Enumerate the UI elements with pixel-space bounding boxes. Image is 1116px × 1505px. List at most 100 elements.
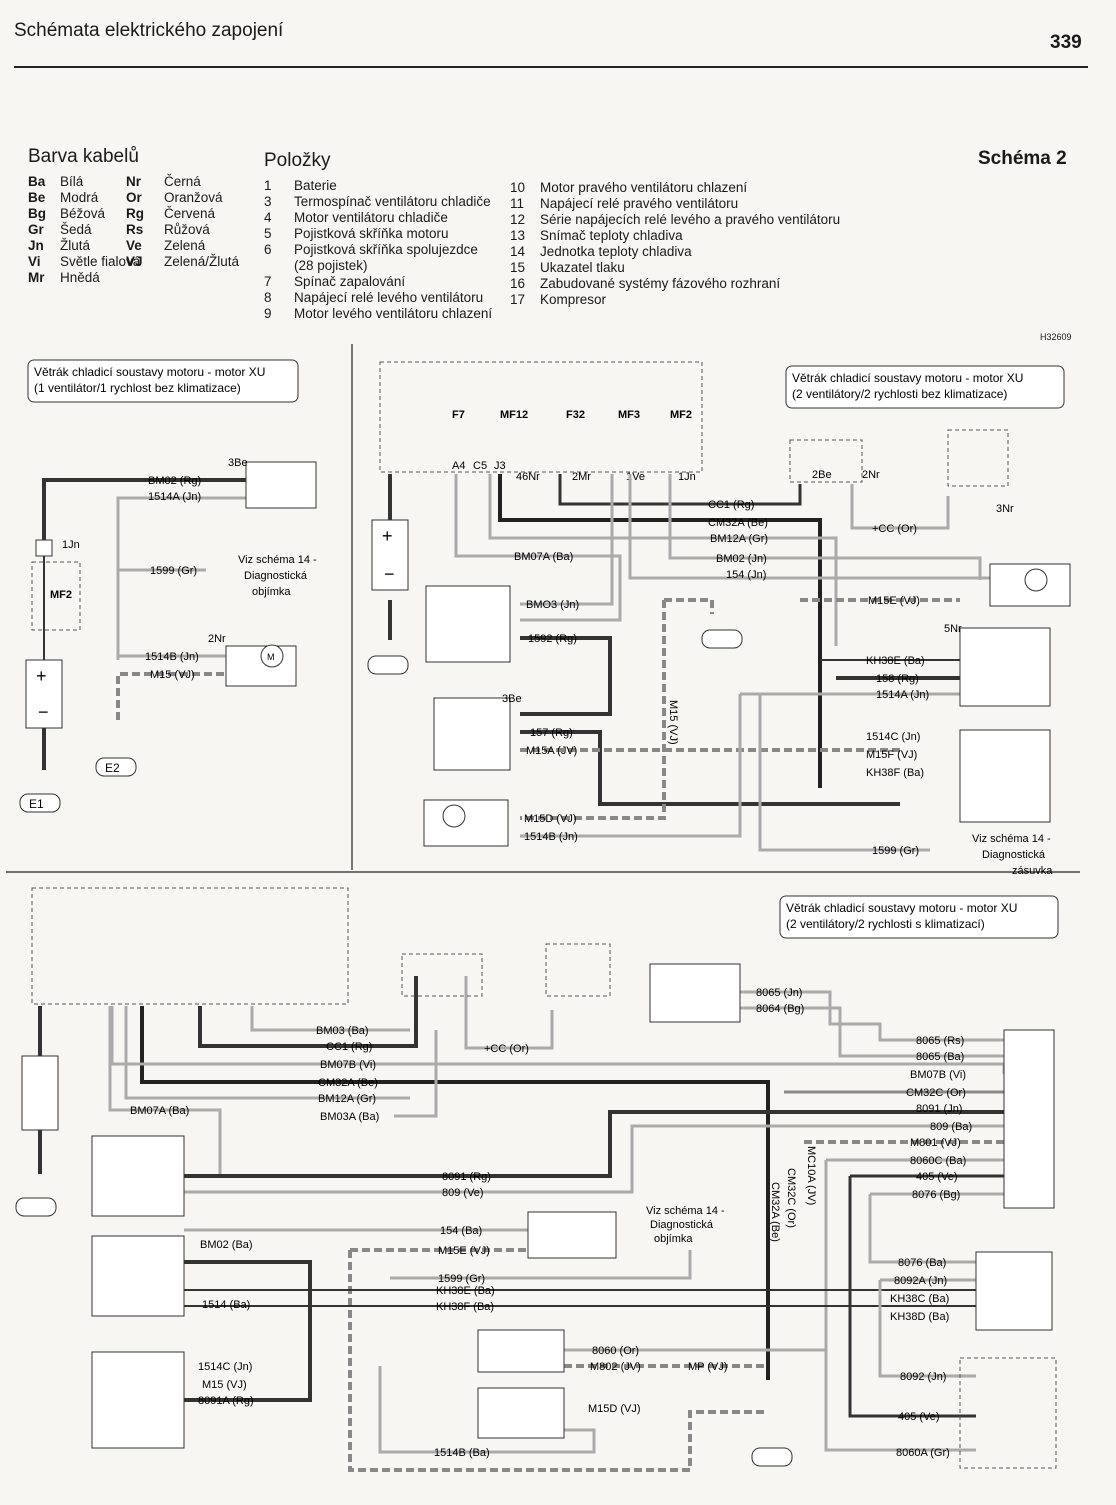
d3-label-37: M15 (VJ)	[202, 1379, 247, 1391]
d3-wire-8064	[740, 1006, 1004, 1058]
d3-wire-bm03	[250, 1006, 410, 1032]
legend-code: Ve	[126, 238, 142, 253]
d1-connector-1jn	[35, 539, 53, 557]
d2-motor-9-icon	[442, 804, 466, 828]
d3-label-34: M802 (JV)	[590, 1361, 641, 1373]
d3-label-21: 809 (Ve)	[442, 1187, 484, 1199]
d1-motor-4	[225, 645, 297, 687]
d3-label-19: 8076 (Bg)	[912, 1189, 960, 1201]
legend-text: Spínač zapalování	[294, 274, 406, 289]
d2-wire-cm32a	[498, 474, 822, 788]
items-heading: Položky	[264, 150, 331, 171]
d3-label-26: KH38E (Ba)	[436, 1285, 495, 1297]
d3-wire-8092	[878, 1278, 976, 1378]
d2-motor-9	[423, 799, 509, 847]
d2-relay-8	[425, 585, 511, 663]
d2-wire-m15	[520, 600, 666, 820]
d3-fusebox-6	[401, 953, 483, 997]
legend-code: Gr	[28, 222, 44, 237]
d2-conn-2mr: 2Mr	[572, 471, 591, 483]
d2-label-1514a: 1514A (Jn)	[876, 689, 929, 701]
legend-text: Béžová	[60, 206, 106, 221]
d1-wire-bm02	[42, 478, 250, 540]
d3-label-22: 154 (Ba)	[440, 1225, 482, 1237]
legend-text: Baterie	[294, 178, 337, 193]
legend-code: 16	[510, 276, 526, 291]
legend-text: Motor pravého ventilátoru chlazení	[540, 180, 748, 195]
d2-wire-m15-ground	[664, 598, 714, 614]
d3-wire-8076	[868, 1192, 1004, 1264]
d2-fuse-mf2: MF2	[670, 409, 692, 421]
d2-conn-j3: J3	[494, 460, 506, 472]
d3-wire-8060c	[824, 1158, 1004, 1350]
d3-wire-bm03a	[394, 1030, 438, 1118]
legend-code: Ba	[28, 174, 46, 189]
d2-conn-a4: A4	[452, 460, 465, 472]
legend-code: 17	[510, 292, 526, 307]
d1-label-2nr: 2Nr	[208, 633, 226, 645]
d3-relay-11	[91, 1235, 185, 1317]
d3-wire-m15e	[348, 1248, 764, 1472]
legend-code: 12	[510, 212, 526, 227]
d2-wire-bmo3	[520, 474, 614, 606]
d2-ground-e2	[701, 629, 743, 649]
legend-code: 8	[264, 290, 272, 305]
d3-label-8: 8065 (Jn)	[756, 987, 802, 999]
d2-battery-1	[371, 519, 409, 591]
col1-row: Ba Bílá	[28, 174, 140, 190]
d2-label-m15a: M15A (JV)	[526, 745, 577, 757]
d2-wire-cc	[850, 484, 950, 530]
d3-label-27: KH38F (Ba)	[436, 1301, 494, 1313]
d2-caption-2: (2 ventilátory/2 rychlosti bez klimatiza…	[792, 387, 1007, 401]
d2-label-cm32a: CM32A (Be)	[708, 517, 768, 529]
d1-label-mf2: MF2	[50, 589, 72, 601]
d3-compressor-17	[477, 1329, 565, 1373]
d2-wire-157	[520, 730, 900, 806]
legend-text: Pojistková skříňka spolujezdce	[294, 242, 478, 257]
d3-wire-8091-rg	[184, 1260, 312, 1402]
d2-label-m15: M15 (VJ)	[667, 700, 679, 745]
d3-label-2: BM07B (Vi)	[320, 1059, 376, 1071]
d3-label-41: 405 (Ve)	[898, 1411, 940, 1423]
d3-label-17: 8060C (Ba)	[910, 1155, 966, 1167]
legend-text: Termospínač ventilátoru chladiče	[294, 194, 491, 209]
d1-fusebox-5	[31, 561, 81, 631]
d2-fusebox-6	[789, 439, 863, 483]
d1-caption-2: (1 ventilátor/1 rychlost bez klimatizace…	[34, 381, 241, 395]
d3-label-5: BM03A (Ba)	[320, 1111, 379, 1123]
legend-text: Bílá	[60, 174, 84, 189]
legend-text: Zelená/Žlutá	[164, 254, 240, 269]
legend-text: Jednotka teploty chladiva	[540, 244, 692, 259]
d2-motor-10-icon	[1024, 568, 1048, 592]
d3-label-0: BM03 (Ba)	[316, 1025, 369, 1037]
legend-code: 5	[264, 226, 272, 241]
d3-unit-14	[1003, 1029, 1055, 1209]
d2-relay-11	[959, 627, 1051, 707]
d3-fusebox-5	[31, 887, 349, 1005]
d3-ground-e1	[15, 1197, 57, 1217]
d3-ground-e2	[751, 1447, 793, 1467]
d3-wire-1599	[390, 1250, 692, 1280]
items1-row: (28 pojistek)	[264, 258, 492, 274]
d3-note-3: objímka	[654, 1233, 693, 1245]
d2-wire-1599	[758, 694, 930, 852]
d2-label-1592: 1592 (Rg)	[528, 633, 577, 645]
legend-text: Oranžová	[164, 190, 223, 205]
legend-code: 7	[264, 274, 272, 289]
d2-label-kh38e: KH38E (Ba)	[866, 655, 925, 667]
d3-interface-16	[959, 1357, 1057, 1469]
d2-label-158: 158 (Rg)	[876, 673, 919, 685]
d2-ignition-7	[947, 429, 1009, 487]
d2-label-154: 154 (Jn)	[726, 569, 766, 581]
